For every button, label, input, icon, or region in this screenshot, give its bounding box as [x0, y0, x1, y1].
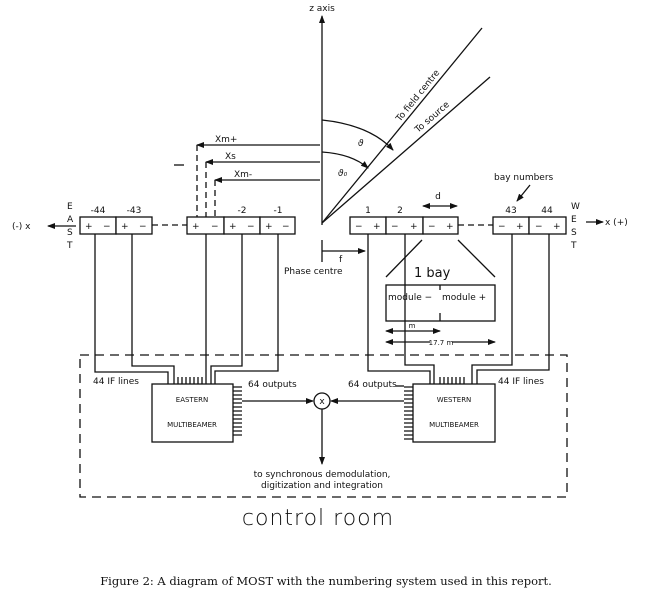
- theta0-arc: [321, 151, 369, 169]
- if-line: [94, 234, 169, 384]
- east-letter: T: [66, 241, 73, 251]
- west-letter: T: [570, 241, 577, 251]
- eastern-output-comb: [233, 386, 242, 436]
- east-bays: -44 -43 -2 -1 + − + − + − + − + −: [79, 206, 296, 235]
- if-line: [471, 234, 513, 384]
- eastern-multibeamer: [151, 383, 234, 443]
- west-x-label: x (+): [605, 218, 628, 228]
- bay-numbers-label: bay numbers: [494, 173, 554, 183]
- western-label: MULTIBEAMER: [429, 421, 479, 429]
- sign: −: [498, 222, 506, 232]
- if-line: [210, 234, 243, 384]
- module-minus-label: module −: [388, 293, 432, 303]
- sign: −: [391, 222, 399, 232]
- if-line: [367, 234, 431, 384]
- west-letters: W E S T: [570, 202, 580, 251]
- downstream-label: digitization and integration: [261, 481, 383, 491]
- sign: +: [265, 222, 273, 232]
- sign: +: [192, 222, 200, 232]
- z-axis-label: z axis: [309, 4, 335, 14]
- eastern-label: EASTERN: [176, 396, 208, 404]
- control-room-label: control room: [242, 506, 394, 531]
- length-label: 17.7 m: [429, 339, 454, 347]
- east-letter: A: [67, 215, 74, 225]
- sign: −: [139, 222, 147, 232]
- downstream-label: to synchronous demodulation,: [254, 470, 391, 480]
- east-if-label: 44 IF lines: [93, 377, 139, 387]
- bay-number: -1: [274, 206, 283, 216]
- east-letter: E: [67, 202, 73, 212]
- if-line: [404, 234, 435, 384]
- theta-arc: [321, 119, 394, 151]
- module-plus-label: module +: [442, 293, 486, 303]
- if-line: [476, 234, 550, 384]
- sign: −: [103, 222, 111, 232]
- west-if-lines: [367, 234, 550, 384]
- xm-minus-label: Xm-: [234, 170, 252, 180]
- eastern-label: MULTIBEAMER: [167, 421, 217, 429]
- input-comb: [177, 377, 203, 384]
- east-outputs-label: 64 outputs: [248, 380, 297, 390]
- west-letter: E: [571, 215, 577, 225]
- xs-label: Xs: [225, 152, 236, 162]
- zoom-line-left: [385, 239, 423, 278]
- input-comb: [439, 377, 465, 384]
- east-letter: S: [67, 228, 73, 238]
- bay-number: 2: [397, 206, 403, 216]
- sign: −: [247, 222, 255, 232]
- m-label: m: [409, 322, 416, 330]
- western-label: WESTERN: [437, 396, 472, 404]
- west-letter: W: [571, 202, 580, 212]
- bay-number: -2: [238, 206, 247, 216]
- sign: +: [553, 222, 561, 232]
- multiply-symbol: x: [319, 397, 325, 407]
- west-letter: S: [571, 228, 577, 238]
- sign: +: [121, 222, 129, 232]
- control-room-boundary: [79, 354, 568, 498]
- source-ray: [321, 76, 491, 224]
- sign: −: [355, 222, 363, 232]
- theta0-label: ϑ₀: [338, 169, 348, 179]
- bay-number: 43: [505, 206, 516, 216]
- sign: +: [410, 222, 418, 232]
- sign: +: [229, 222, 237, 232]
- if-line: [131, 234, 175, 384]
- western-multibeamer: [412, 383, 496, 443]
- bay-number: -43: [127, 206, 142, 216]
- xm-plus-label: Xm+: [215, 135, 237, 145]
- west-bays: 1 2 43 44 − + − + − + − + − +: [349, 206, 567, 235]
- sign: −: [211, 222, 219, 232]
- zoom-line-right: [457, 239, 496, 278]
- western-output-comb: [404, 386, 413, 440]
- d-label: d: [435, 192, 441, 202]
- sign: +: [446, 222, 454, 232]
- east-x-label: (-) x: [12, 222, 31, 232]
- theta-label: ϑ: [358, 139, 364, 149]
- east-if-lines: [94, 234, 279, 384]
- sign: +: [516, 222, 524, 232]
- sign: −: [282, 222, 290, 232]
- bay-box: [528, 216, 567, 235]
- one-bay-label: 1 bay: [414, 266, 451, 281]
- f-label: f: [339, 255, 343, 265]
- phase-centre-label: Phase centre: [284, 267, 343, 277]
- bay-numbers-arrow: [516, 184, 531, 202]
- bay-number: 1: [365, 206, 371, 216]
- sign: −: [535, 222, 543, 232]
- sign: −: [428, 222, 436, 232]
- bay-number: -44: [91, 206, 106, 216]
- figure-caption: Figure 2: A diagram of MOST with the num…: [100, 574, 552, 588]
- sign: +: [85, 222, 93, 232]
- sign: +: [373, 222, 381, 232]
- west-outputs-label: 64 outputs: [348, 380, 397, 390]
- bay-number: 44: [541, 206, 553, 216]
- west-if-label: 44 IF lines: [498, 377, 544, 387]
- if-line: [214, 234, 279, 384]
- east-letters: E A S T: [66, 202, 74, 251]
- field-centre-ray: [321, 27, 483, 224]
